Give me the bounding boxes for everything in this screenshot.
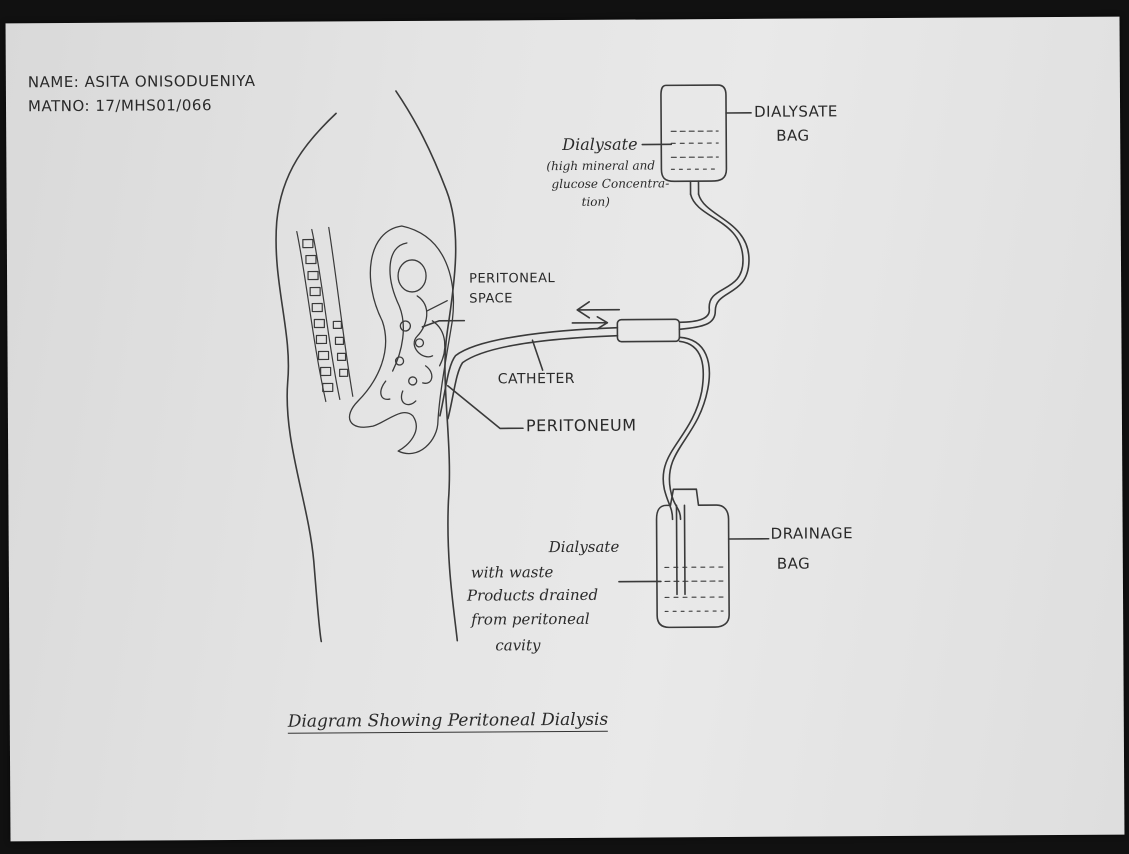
peritoneal-space-label-line2: SPACE: [469, 292, 513, 305]
dialysate-note-line3: glucose Concentra-: [551, 177, 669, 190]
catheter-connector: [617, 319, 679, 341]
peritoneal-space-pointer: [422, 321, 464, 327]
dialysate-bag-label-line2: BAG: [776, 129, 810, 144]
body-outline: [275, 91, 458, 642]
paper-sheet: NAME: ASITA ONISODUENIYA MATNO: 17/MHS01…: [6, 17, 1125, 842]
diagram-title: Diagram Showing Peritoneal Dialysis: [288, 712, 609, 734]
dialysate-note-line1: Dialysate: [562, 137, 637, 153]
spine: [297, 227, 353, 401]
inflow-tube: [679, 194, 750, 329]
drained-note-line2: with waste: [471, 565, 554, 581]
abdominal-organs: [348, 226, 454, 454]
drained-note-line4: from peritoneal: [471, 612, 590, 628]
peritoneal-space-label-line1: PERITONEAL: [469, 272, 555, 286]
drainage-bag: [618, 489, 769, 628]
student-name: NAME: ASITA ONISODUENIYA: [28, 74, 256, 90]
flow-arrows: [572, 302, 619, 329]
drained-note-line1: Dialysate: [549, 540, 620, 555]
dialysate-note-line2: (high mineral and: [546, 159, 655, 172]
outflow-tube: [662, 337, 710, 519]
peritoneum-label: PERITONEUM: [526, 418, 637, 435]
catheter-pointer: [532, 340, 542, 370]
dialysate-note-line4: tion): [582, 196, 610, 208]
drainage-bag-label-line1: DRAINAGE: [771, 526, 853, 542]
dialysate-bag-label-line1: DIALYSATE: [754, 104, 838, 120]
peritoneum-pointer: [448, 385, 523, 428]
drainage-bag-label-line2: BAG: [777, 557, 811, 572]
matriculation-number: MATNO: 17/MHS01/066: [28, 98, 212, 114]
drained-note-line5: cavity: [495, 638, 540, 653]
catheter-label: CATHETER: [498, 372, 575, 386]
drained-note-line3: Products drained: [467, 588, 598, 604]
